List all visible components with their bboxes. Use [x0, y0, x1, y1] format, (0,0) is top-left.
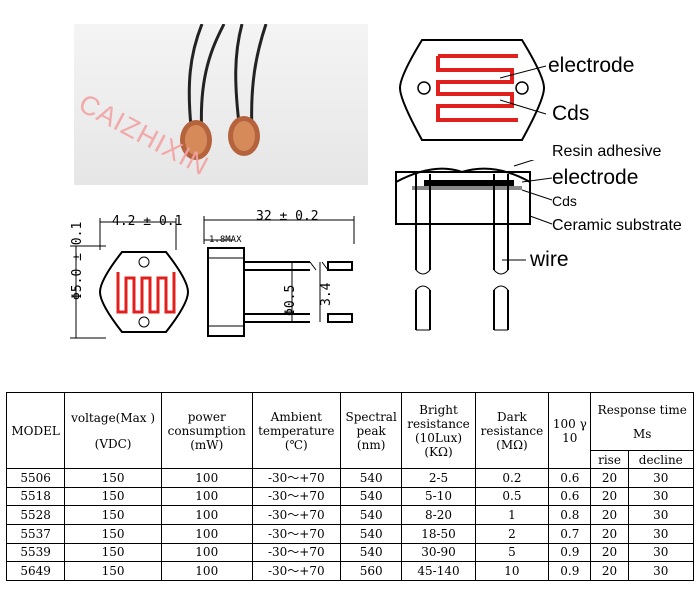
- table-cell: 540: [340, 486, 403, 507]
- label-electrode-side: electrode: [552, 166, 639, 189]
- dim-max: 1.8MAX: [209, 235, 242, 245]
- table-cell: 1: [474, 505, 550, 525]
- table-cell: 30: [627, 542, 695, 563]
- label-ceramic: Ceramic substrate: [552, 217, 682, 234]
- table-cell: 0.9: [548, 561, 592, 581]
- table-cell: 150: [64, 523, 162, 544]
- label-cds-side: Cds: [552, 193, 577, 209]
- callout-lines-top: [500, 65, 547, 115]
- header-decline: decline: [627, 450, 695, 469]
- table-cell: 100: [160, 561, 253, 581]
- table-cell: 5506: [5, 468, 66, 488]
- table-cell: 540: [340, 542, 403, 563]
- table-cell: 20: [590, 523, 629, 544]
- table-cell: 150: [64, 505, 162, 525]
- table-cell: 8-20: [401, 505, 476, 525]
- table-cell: 150: [64, 486, 162, 507]
- label-cds-top: Cds: [552, 102, 590, 125]
- table-cell: 100: [160, 523, 253, 544]
- dim-pitch: 3.4: [319, 282, 334, 306]
- table-cell: 0.9: [548, 542, 592, 563]
- table-cell: 150: [64, 561, 162, 581]
- table-cell: -30～+70: [251, 561, 342, 581]
- dim-length: 32 ± 0.2: [256, 209, 319, 224]
- table-cell: -30～+70: [251, 523, 342, 544]
- side-view-diagram: [395, 160, 553, 331]
- table-cell: -30～+70: [251, 468, 342, 488]
- table-cell: 540: [340, 505, 403, 525]
- table-cell: 540: [340, 523, 403, 544]
- table-cell: -30～+70: [251, 505, 342, 525]
- table-cell: 5528: [5, 505, 66, 525]
- table-cell: -30～+70: [251, 486, 342, 507]
- table-cell: 5537: [5, 523, 66, 544]
- table-cell: 20: [590, 542, 629, 563]
- dim-width: 4.2 ± 0.1: [112, 214, 183, 229]
- table-cell: 0.8: [548, 505, 592, 525]
- label-resin: Resin adhesive: [552, 143, 662, 160]
- table-cell: 0.6: [548, 468, 592, 488]
- side-dimension-drawing: [203, 216, 355, 337]
- table-cell: -30～+70: [251, 542, 342, 563]
- table-cell: 30: [627, 561, 695, 581]
- table-cell: 100: [160, 486, 253, 507]
- dim-lead-diameter: Φ0.5: [283, 284, 298, 316]
- table-cell: 0.2: [474, 468, 550, 488]
- table-cell: 0.6: [548, 486, 592, 507]
- table-cell: 150: [64, 542, 162, 563]
- table-cell: 5518: [5, 486, 66, 507]
- table-cell: 560: [340, 561, 403, 581]
- header-model: MODEL: [5, 392, 66, 469]
- table-cell: 30: [627, 505, 695, 525]
- table-cell: 5649: [5, 561, 66, 581]
- table-cell: 150: [64, 468, 162, 488]
- table-subheader-row: rise decline: [7, 450, 695, 469]
- header-voltage: voltage(Max )(VDC): [64, 392, 162, 469]
- table-cell: 10: [474, 561, 550, 581]
- table-cell: 20: [590, 561, 629, 581]
- table-cell: 30: [627, 468, 695, 488]
- table-cell: 20: [590, 505, 629, 525]
- table-cell: 30: [627, 486, 695, 507]
- table-cell: 5: [474, 542, 550, 563]
- product-photo: [74, 23, 368, 185]
- table-cell: 20: [590, 468, 629, 488]
- table-cell: 100: [160, 542, 253, 563]
- table-cell: 45-140: [401, 561, 476, 581]
- dim-diameter: Φ5.0 ± 0.1: [70, 221, 85, 300]
- header-rise: rise: [590, 450, 629, 469]
- front-view-drawing: [70, 218, 190, 339]
- table-cell: 540: [340, 468, 403, 488]
- table-cell: 18-50: [401, 523, 476, 544]
- table-cell: 100: [160, 468, 253, 488]
- table-cell: 30-90: [401, 542, 476, 563]
- table-cell: 100: [160, 505, 253, 525]
- label-electrode-top: electrode: [548, 54, 635, 77]
- table-cell: 30: [627, 523, 695, 544]
- table-cell: 2: [474, 523, 550, 544]
- table-cell: 5-10: [401, 486, 476, 507]
- table-cell: 5539: [5, 542, 66, 563]
- table-cell: 0.5: [474, 486, 550, 507]
- label-wire: wire: [530, 248, 569, 271]
- table-cell: 0.7: [548, 523, 592, 544]
- top-view-diagram: [398, 39, 546, 141]
- table-cell: 2-5: [401, 468, 476, 488]
- table-cell: 20: [590, 486, 629, 507]
